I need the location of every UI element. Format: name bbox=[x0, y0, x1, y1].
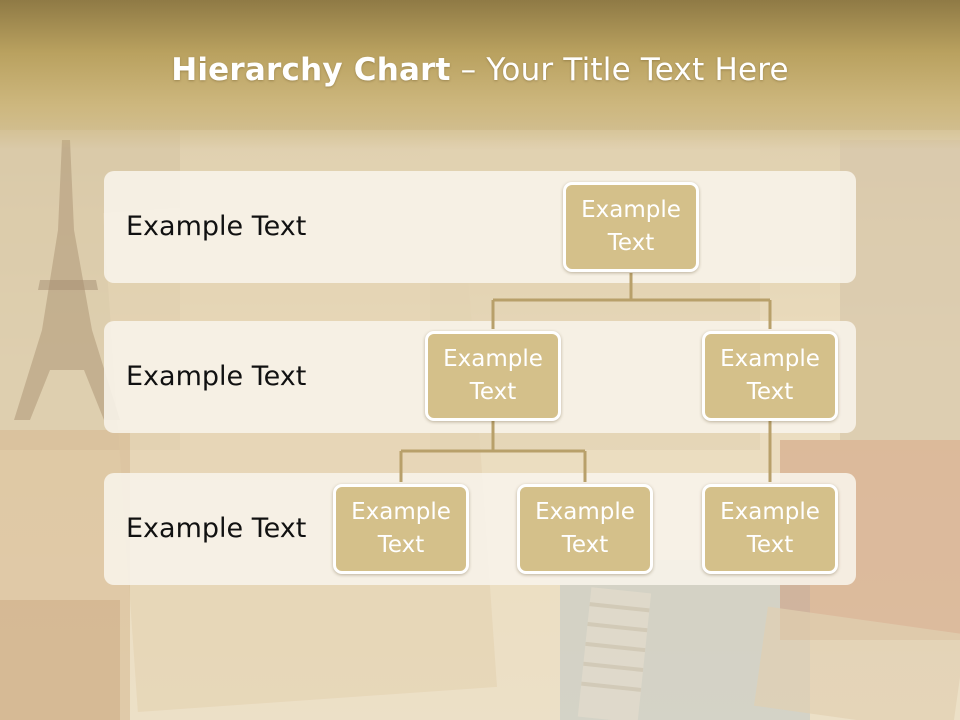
node-level2-right[interactable]: Example Text bbox=[702, 331, 838, 421]
level-2-label: Example Text bbox=[126, 361, 307, 392]
node-level2-left-text: Example Text bbox=[443, 346, 543, 405]
level-band-1: Example Text bbox=[104, 171, 856, 283]
node-level3-b-text: Example Text bbox=[535, 499, 635, 558]
level-3-label: Example Text bbox=[126, 513, 307, 544]
node-root-text: Example Text bbox=[581, 197, 681, 256]
title-rest: – Your Title Text Here bbox=[450, 52, 789, 88]
node-level2-right-text: Example Text bbox=[720, 346, 820, 405]
title-band bbox=[0, 0, 960, 150]
slide-title: Hierarchy Chart – Your Title Text Here bbox=[0, 52, 960, 88]
node-level3-c[interactable]: Example Text bbox=[702, 484, 838, 574]
node-level3-c-text: Example Text bbox=[720, 499, 820, 558]
level-1-label: Example Text bbox=[126, 211, 307, 242]
title-bold: Hierarchy Chart bbox=[171, 52, 451, 88]
node-level2-left[interactable]: Example Text bbox=[425, 331, 561, 421]
node-root[interactable]: Example Text bbox=[563, 182, 699, 272]
node-level3-b[interactable]: Example Text bbox=[517, 484, 653, 574]
node-level3-a[interactable]: Example Text bbox=[333, 484, 469, 574]
node-level3-a-text: Example Text bbox=[351, 499, 451, 558]
